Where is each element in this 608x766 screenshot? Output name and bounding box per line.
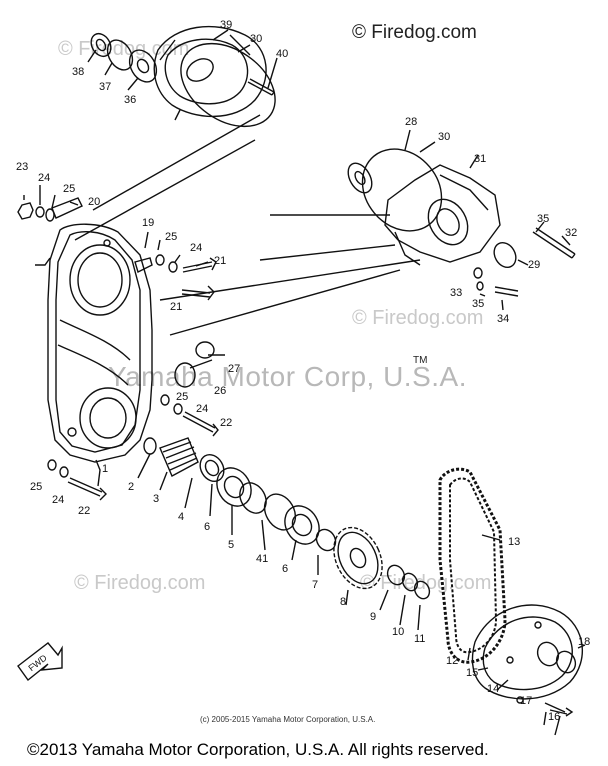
callout-25: 25 (30, 481, 42, 493)
callout-16: 16 (548, 711, 560, 723)
footer-copyright: ©2013 Yamaha Motor Corporation, U.S.A. A… (27, 740, 489, 759)
callout-33: 33 (450, 287, 462, 299)
sprocket-cover-assembly (471, 604, 586, 736)
callout-31: 31 (474, 153, 486, 165)
trademark-mark: TM (413, 355, 428, 366)
callout-1: 1 (102, 463, 108, 475)
callout-5: 5 (228, 539, 234, 551)
callout-17: 17 (520, 695, 532, 707)
callout-38: 38 (72, 66, 84, 78)
sprocket-assembly (333, 526, 431, 631)
callout-25: 25 (176, 391, 188, 403)
callout-4: 4 (178, 511, 184, 523)
callout-14: 14 (487, 683, 499, 695)
callout-8: 8 (340, 596, 346, 608)
callout-29: 29 (528, 259, 540, 271)
left-fasteners (17, 185, 225, 501)
callout-24: 24 (52, 494, 64, 506)
top-cover-assembly (74, 25, 278, 241)
callout-13: 13 (508, 536, 520, 548)
callout-6: 6 (282, 563, 288, 575)
callout-30: 30 (438, 131, 450, 143)
watermark-center: Yamaha Motor Corp, U.S.A. (108, 361, 467, 392)
callout-40: 40 (276, 48, 288, 60)
small-copyright: (c) 2005-2015 Yamaha Motor Corporation, … (200, 715, 376, 724)
callout-11: 11 (414, 633, 425, 645)
callout-27: 27 (228, 363, 240, 375)
callout-28: 28 (405, 116, 417, 128)
callout-30: 30 (250, 33, 262, 45)
watermark-faint: © Firedog.com (74, 572, 206, 594)
callout-18: 18 (578, 636, 590, 648)
shaft-components (137, 437, 337, 575)
callout-25: 25 (165, 231, 177, 243)
callout-23: 23 (16, 161, 28, 173)
callout-21: 21 (214, 255, 226, 267)
callout-35: 35 (472, 298, 484, 310)
callout-12: 12 (446, 655, 458, 667)
callout-41: 41 (256, 553, 268, 565)
drive-chain (438, 467, 507, 664)
callout-2: 2 (128, 481, 134, 493)
callout-24: 24 (196, 403, 208, 415)
callout-24: 24 (38, 172, 50, 184)
callout-labels: 38 37 36 39 30 40 28 30 31 35 32 29 33 3… (16, 19, 590, 723)
fwd-arrow (17, 642, 63, 682)
callout-22: 22 (220, 417, 232, 429)
callout-10: 10 (392, 626, 404, 638)
callout-32: 32 (565, 227, 577, 239)
callout-26: 26 (214, 385, 226, 397)
callout-6: 6 (204, 521, 210, 533)
callout-39: 39 (220, 19, 232, 31)
callout-7: 7 (312, 579, 318, 591)
callout-22: 22 (78, 505, 90, 517)
callout-9: 9 (370, 611, 376, 623)
right-housing-assembly (159, 129, 576, 336)
callout-25: 25 (63, 183, 75, 195)
gear-case-cover (35, 223, 153, 487)
watermark-top: © Firedog.com (352, 22, 477, 43)
callout-24: 24 (190, 242, 202, 254)
callout-35: 35 (537, 213, 549, 225)
callout-3: 3 (153, 493, 159, 505)
callout-15: 15 (466, 667, 478, 679)
callout-20: 20 (88, 196, 100, 208)
callout-21: 21 (170, 301, 182, 313)
callout-37: 37 (99, 81, 111, 93)
watermark-faint: © Firedog.com (352, 307, 484, 329)
callout-34: 34 (497, 313, 509, 325)
callout-19: 19 (142, 217, 154, 229)
callout-36: 36 (124, 94, 136, 106)
